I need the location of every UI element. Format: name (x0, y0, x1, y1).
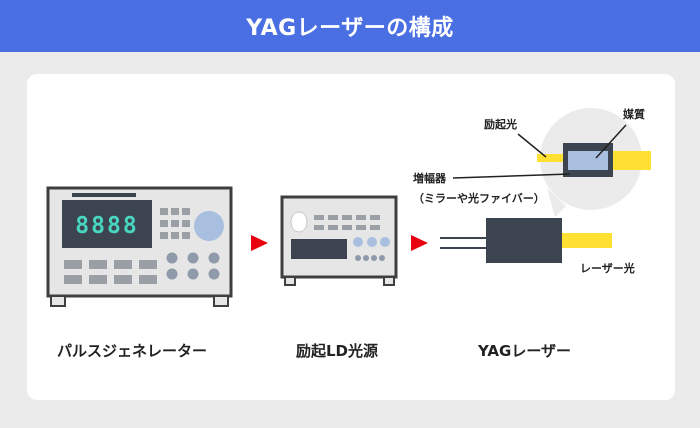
laser-light-label: レーザー光 (580, 262, 635, 275)
yag-laser-label: YAGレーザー (478, 342, 572, 360)
excitation-light-label: 励起光 (484, 118, 517, 131)
function-keys (64, 260, 157, 284)
ld-source-device (280, 195, 398, 286)
yag-laser-device (440, 108, 651, 263)
laser-beam (562, 233, 612, 248)
flow-arrow-1 (251, 235, 268, 251)
indicator-lamp (290, 211, 308, 233)
medium-crystal (568, 151, 608, 170)
keypad (160, 208, 190, 239)
ld-display (291, 239, 347, 259)
output-beam (613, 151, 651, 170)
pulse-generator-label: パルスジェネレーター (57, 342, 208, 360)
amplifier-examples-label: （ミラーや光ファイバー） (413, 192, 545, 205)
excitation-beam (537, 154, 564, 162)
ld-small-knobs (355, 255, 385, 261)
ld-button-grid (314, 215, 380, 230)
yag-laser-body (486, 218, 562, 263)
digital-display (62, 200, 152, 248)
medium-label: 媒質 (623, 108, 645, 121)
pulse-generator-device: 8888 (46, 186, 233, 307)
ld-knobs (353, 237, 390, 247)
control-knobs (166, 252, 220, 280)
display-digits: 8888 (75, 213, 138, 239)
ld-source-label: 励起LD光源 (296, 342, 379, 360)
amplifier-label: 増幅器 (413, 172, 446, 185)
page-title: YAGレーザーの構成 (0, 0, 700, 52)
dial-knob (194, 211, 224, 241)
flow-arrow-2 (411, 235, 428, 251)
